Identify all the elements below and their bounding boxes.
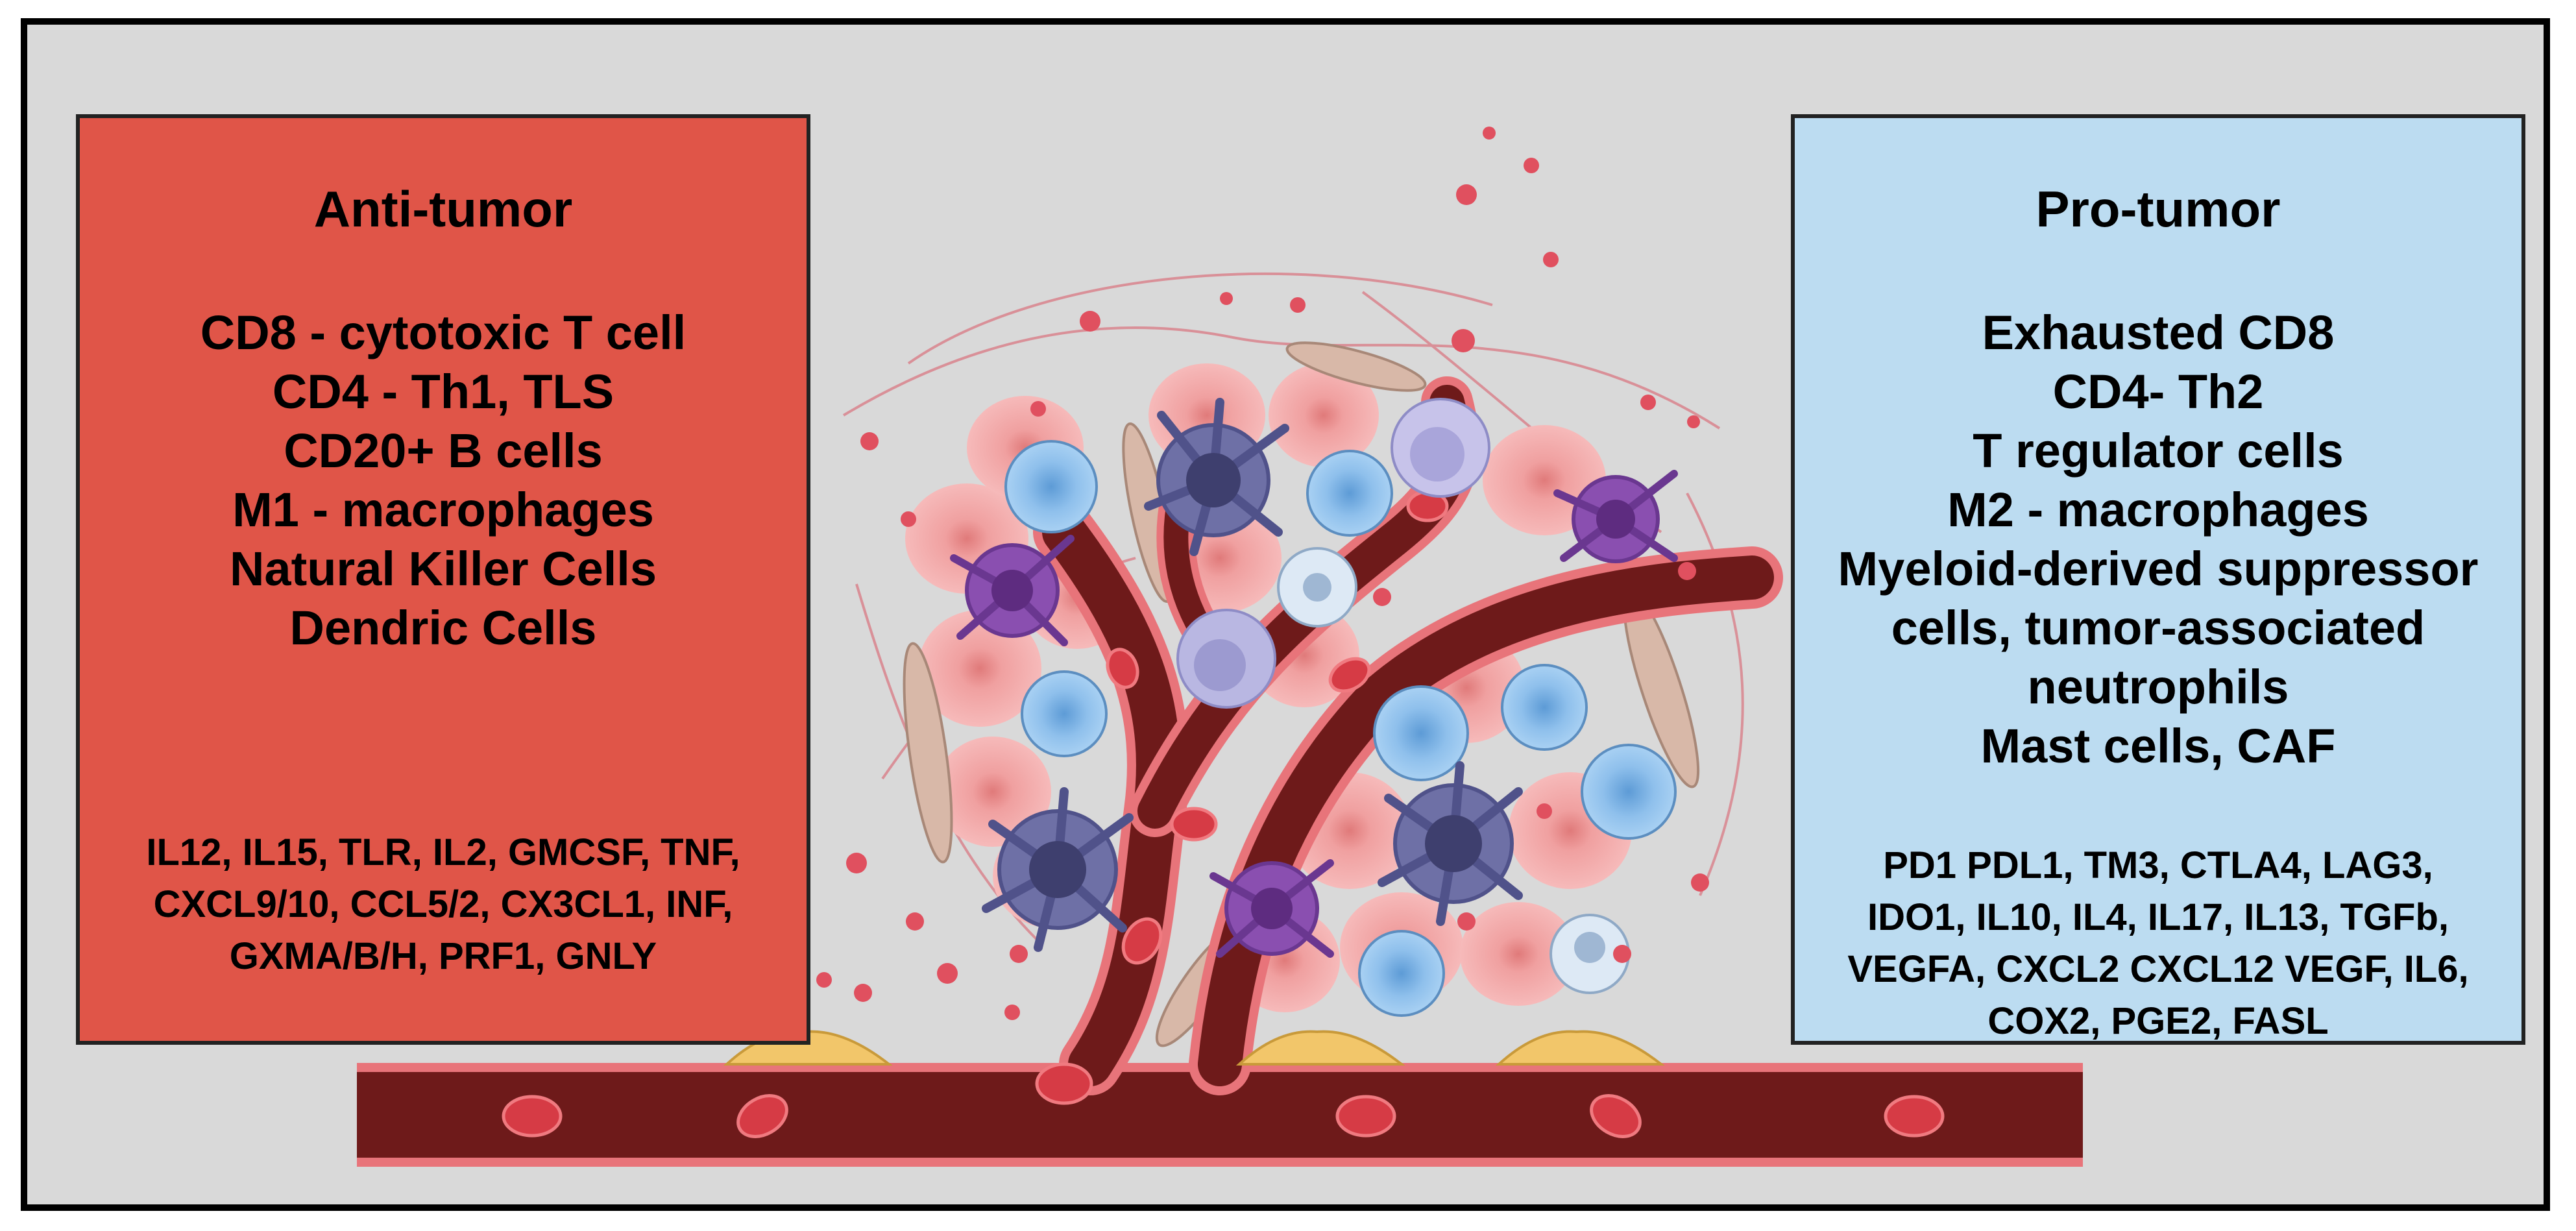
dendritic-cells: [982, 398, 1523, 952]
pro-tumor-marker-line: VEGFA, CXCL2 CXCL12 VEGF, IL6,: [1847, 948, 2469, 990]
anti-tumor-panel: Anti-tumor CD8 - cytotoxic T cell CD4 - …: [76, 114, 810, 1045]
pro-tumor-cell-item: M2 - macrophages: [1947, 483, 2369, 537]
anti-tumor-cell-item: M1 - macrophages: [232, 483, 654, 537]
anti-tumor-title: Anti-tumor: [313, 180, 573, 238]
lymphocytes: [1004, 398, 1677, 1017]
pro-tumor-cell-list: Exhausted CD8 CD4- Th2 T regulator cells…: [1795, 303, 2521, 775]
pro-tumor-marker-line: COX2, PGE2, FASL: [1987, 1000, 2329, 1042]
pro-tumor-cell-item: Mast cells, CAF: [1980, 719, 2336, 773]
pro-tumor-cell-item: T regulator cells: [1973, 424, 2344, 478]
pro-tumor-cell-item: CD4- Th2: [2052, 365, 2264, 419]
pro-tumor-cell-item: cells, tumor-associated: [1891, 601, 2425, 655]
anti-tumor-cell-item: CD8 - cytotoxic T cell: [200, 306, 687, 360]
anti-tumor-marker-line: GXMA/B/H, PRF1, GNLY: [229, 935, 657, 977]
anti-tumor-marker-line: CXCL9/10, CCL5/2, CX3CL1, INF,: [153, 883, 733, 925]
anti-tumor-cell-item: CD20+ B cells: [284, 424, 603, 478]
anti-tumor-cell-item: CD4 - Th1, TLS: [272, 365, 614, 419]
anti-tumor-marker-line: IL12, IL15, TLR, IL2, GMCSF, TNF,: [146, 831, 740, 873]
pro-tumor-marker-line: PD1 PDL1, TM3, CTLA4, LAG3,: [1883, 844, 2433, 886]
anti-tumor-cell-item: Dendric Cells: [289, 601, 597, 655]
pro-tumor-marker-line: IDO1, IL10, IL4, IL17, IL13, TGFb,: [1867, 896, 2449, 938]
anti-tumor-cell-list: CD8 - cytotoxic T cell CD4 - Th1, TLS CD…: [80, 303, 807, 657]
red-blood-cells: [502, 490, 1945, 1138]
anti-tumor-markers: IL12, IL15, TLR, IL2, GMCSF, TNF, CXCL9/…: [80, 827, 807, 982]
cytokine-droplets: [816, 127, 1709, 1020]
pro-tumor-cell-item: Exhausted CD8: [1982, 306, 2335, 360]
pro-tumor-panel: Pro-tumor Exhausted CD8 CD4- Th2 T regul…: [1791, 114, 2525, 1045]
anti-tumor-cell-item: Natural Killer Cells: [229, 542, 657, 596]
pro-tumor-title: Pro-tumor: [2035, 180, 2281, 238]
pro-tumor-cell-item: neutrophils: [2027, 660, 2289, 714]
pro-tumor-markers: PD1 PDL1, TM3, CTLA4, LAG3, IDO1, IL10, …: [1795, 840, 2521, 1047]
pro-tumor-cell-item: Myeloid-derived suppressor: [1838, 542, 2479, 596]
macrophages: [950, 470, 1678, 958]
